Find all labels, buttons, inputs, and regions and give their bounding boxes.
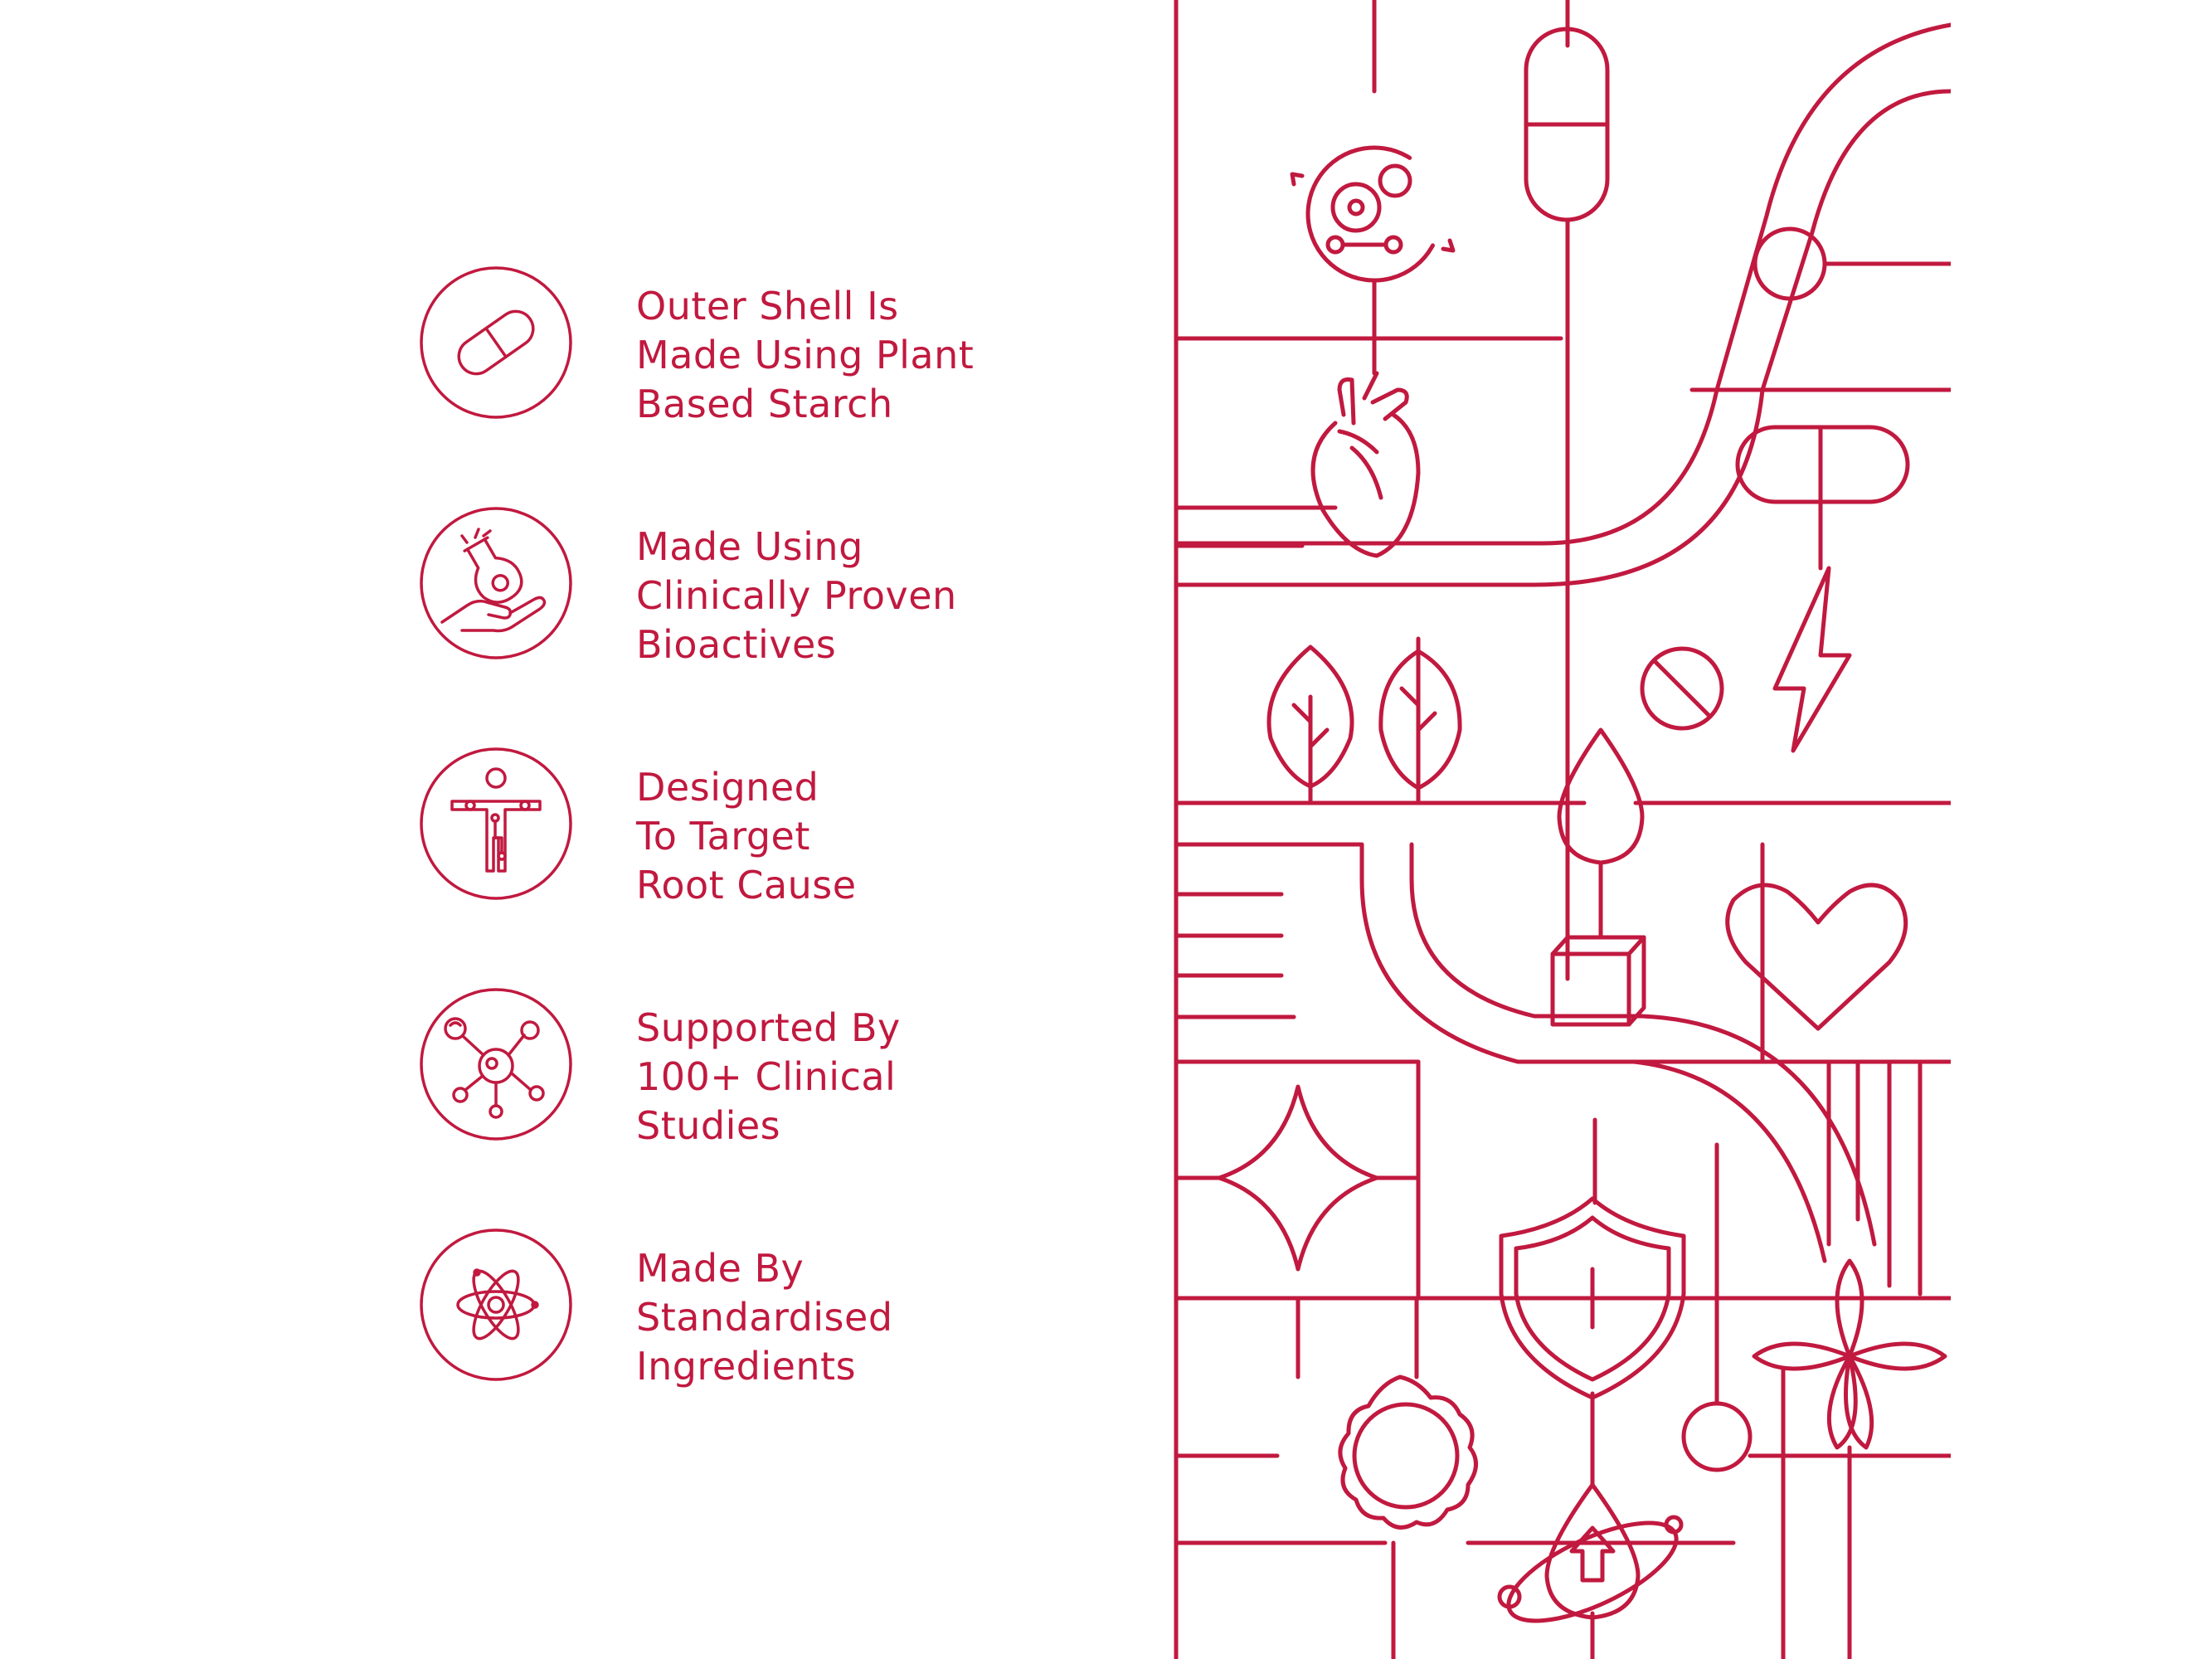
pattern-grid-lines — [1174, 0, 1953, 1659]
flower-icon — [1752, 1258, 1947, 1659]
cube-icon — [1550, 935, 1646, 1027]
winding-road — [1174, 22, 1953, 1263]
molecule-network-icon — [419, 987, 573, 1141]
human-body-target-icon — [419, 747, 573, 901]
leaf-icon — [1266, 645, 1354, 805]
feature-line: Root Cause — [636, 863, 857, 907]
medical-line-pattern — [1169, 0, 1959, 1659]
shield-plus-icon — [1499, 1196, 1686, 1400]
cell-cycle-icon — [1290, 145, 1456, 283]
sparkle-icon — [1174, 1084, 1421, 1272]
leaf-icon — [1378, 636, 1462, 805]
capsule-icon — [419, 265, 573, 420]
feature-line: Outer Shell Is — [636, 284, 899, 328]
right-margin — [1951, 0, 2212, 1659]
feature-label: Supported By 100+ Clinical Studies — [636, 1004, 1167, 1151]
lightning-icon — [1772, 566, 1852, 753]
pill-icon — [1735, 425, 1910, 571]
feature-line: 100+ Clinical — [636, 1054, 897, 1099]
feature-line: Standardised — [636, 1295, 893, 1340]
feature-line: Made Using Plant — [636, 333, 975, 377]
heart-icon — [1725, 883, 1908, 1031]
drop-icon — [1557, 727, 1645, 940]
feature-line: Studies — [636, 1103, 781, 1148]
drop-arrow-orbit-icon — [1497, 1482, 1684, 1623]
atom-icon — [419, 1228, 573, 1382]
feature-line: Bioactives — [636, 622, 837, 667]
feature-line: Made Using — [636, 524, 863, 569]
feature-plant-starch: Outer Shell Is Made Using Plant Based St… — [419, 265, 1165, 431]
feature-root-cause: Designed To Target Root Cause — [419, 747, 1165, 912]
feature-clinical-studies: Supported By 100+ Clinical Studies — [419, 987, 1165, 1153]
feature-line: Based Starch — [636, 382, 893, 426]
feature-line: Ingredients — [636, 1344, 857, 1389]
heart-organ-icon — [1310, 371, 1421, 558]
dial-icon — [1753, 226, 1953, 301]
pendant-icon — [1681, 1399, 1753, 1472]
feature-line: To Target — [636, 814, 810, 859]
feature-label: Designed To Target Root Cause — [636, 763, 1167, 910]
badge-icon — [1338, 1374, 1478, 1530]
feature-bioactives: Made Using Clinically Proven Bioactives — [419, 506, 1165, 672]
feature-label: Made Using Clinically Proven Bioactives — [636, 523, 1167, 669]
features-list: Outer Shell Is Made Using Plant Based St… — [420, 266, 974, 1389]
capsule-icon — [1524, 27, 1610, 222]
feature-label: Outer Shell Is Made Using Plant Based St… — [636, 282, 1167, 429]
feature-line: Clinically Proven — [636, 573, 957, 618]
feature-label: Made By Standardised Ingredients — [636, 1244, 1167, 1391]
feature-line: Designed — [636, 765, 819, 810]
feature-standardised: Made By Standardised Ingredients — [419, 1228, 1165, 1394]
feature-line: Made By — [636, 1246, 805, 1291]
feature-line: Supported By — [636, 1005, 901, 1050]
no-symbol-icon — [1640, 646, 1724, 731]
flask-in-hand-icon — [419, 506, 573, 660]
